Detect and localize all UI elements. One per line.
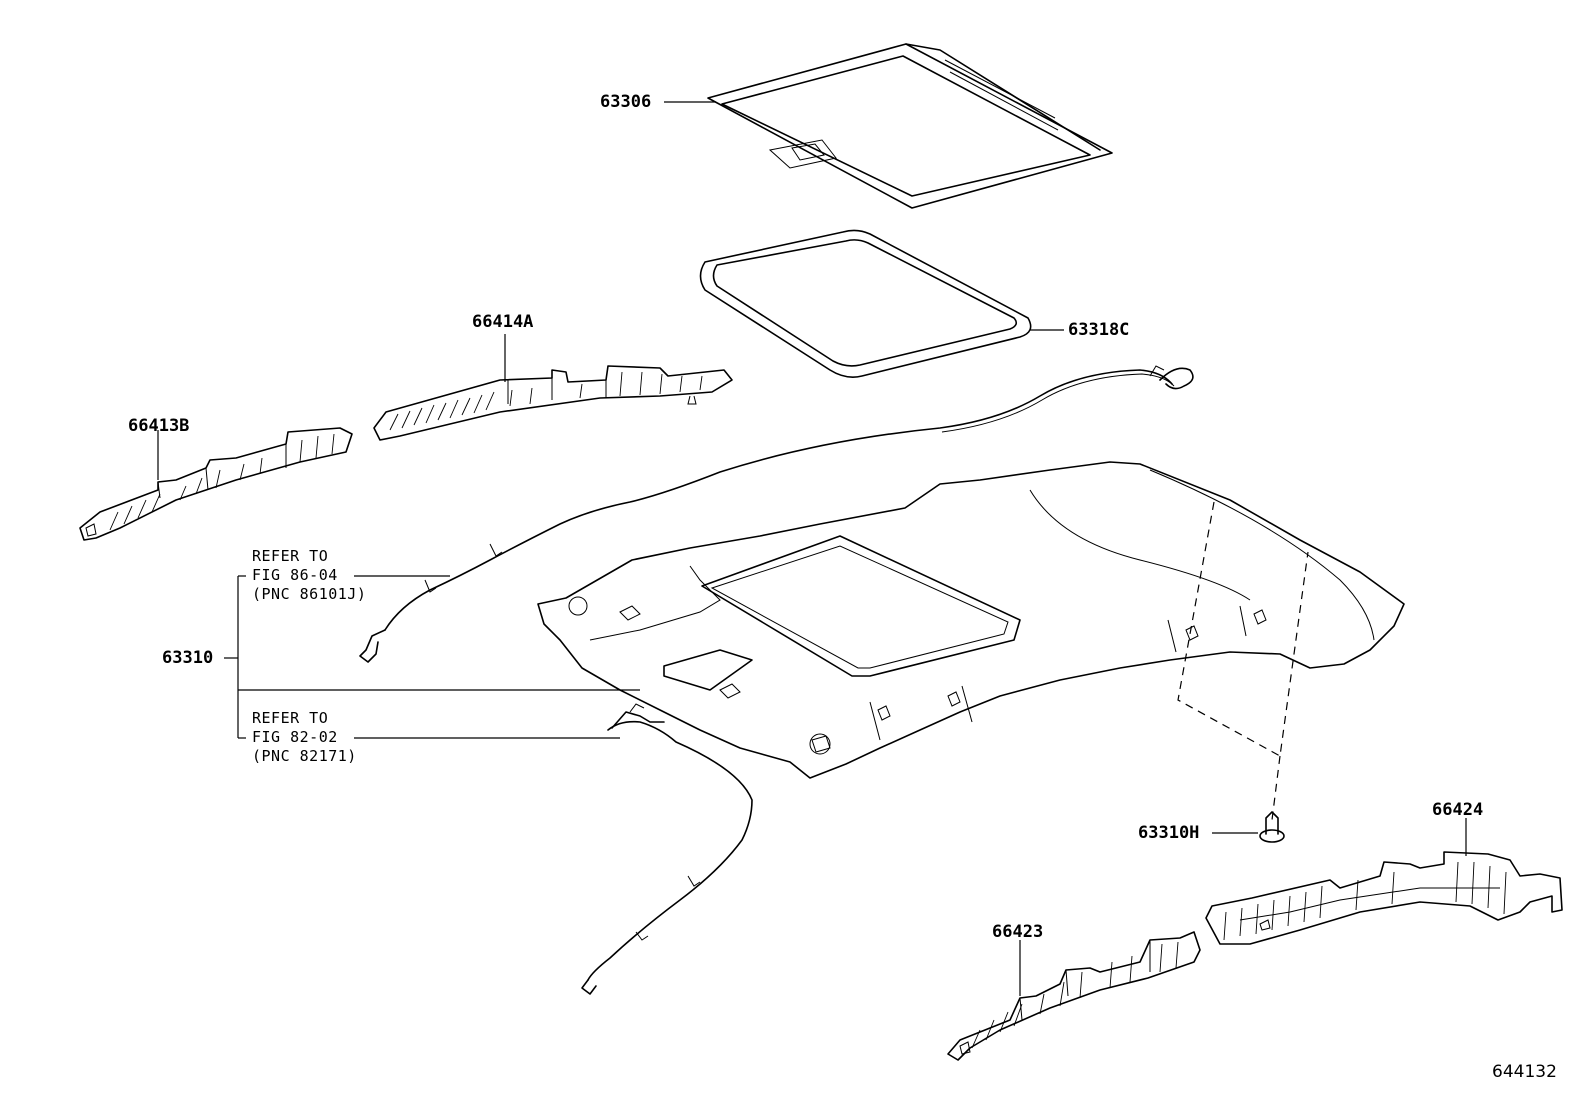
reference-note-line: FIG 86-04 <box>252 566 338 584</box>
clip-drawing <box>1259 811 1285 843</box>
reference-note-line: (PNC 82171) <box>252 747 357 765</box>
pad-66414A-drawing <box>373 365 733 441</box>
label-63318C: 63318C <box>1068 320 1130 340</box>
clip-dashed-line <box>1271 755 1281 821</box>
label-66413B: 66413B <box>128 416 190 436</box>
label-63306: 63306 <box>600 92 652 112</box>
assembly-dashed-lines <box>1177 501 1309 757</box>
reference-note-line: REFER TO <box>252 709 329 727</box>
pad-66423-drawing <box>947 931 1201 1061</box>
sunshade-drawing <box>707 43 1113 209</box>
reference-note-line: FIG 82-02 <box>252 728 338 746</box>
label-63310: 63310 <box>162 648 214 668</box>
headliner-bracket <box>224 575 640 739</box>
upper-harness-drawing <box>359 365 1194 663</box>
label-66423: 66423 <box>992 922 1044 942</box>
weatherstrip-drawing <box>699 229 1032 378</box>
pad-66424-drawing <box>1205 851 1563 945</box>
reference-note-upper: REFER TO FIG 86-04 (PNC 86101J) <box>252 547 366 604</box>
reference-note-lower: REFER TO FIG 82-02 (PNC 82171) <box>252 709 357 766</box>
lower-harness-drawing <box>581 703 753 995</box>
headliner-drawing <box>537 461 1405 779</box>
label-66424: 66424 <box>1432 800 1484 820</box>
label-66414A: 66414A <box>472 312 534 332</box>
pad-66413B-drawing <box>79 427 353 541</box>
reference-note-line: (PNC 86101J) <box>252 585 367 603</box>
label-63310H: 63310H <box>1138 823 1200 843</box>
figure-number: 644132 <box>1492 1062 1557 1082</box>
reference-note-line: REFER TO <box>252 547 329 565</box>
